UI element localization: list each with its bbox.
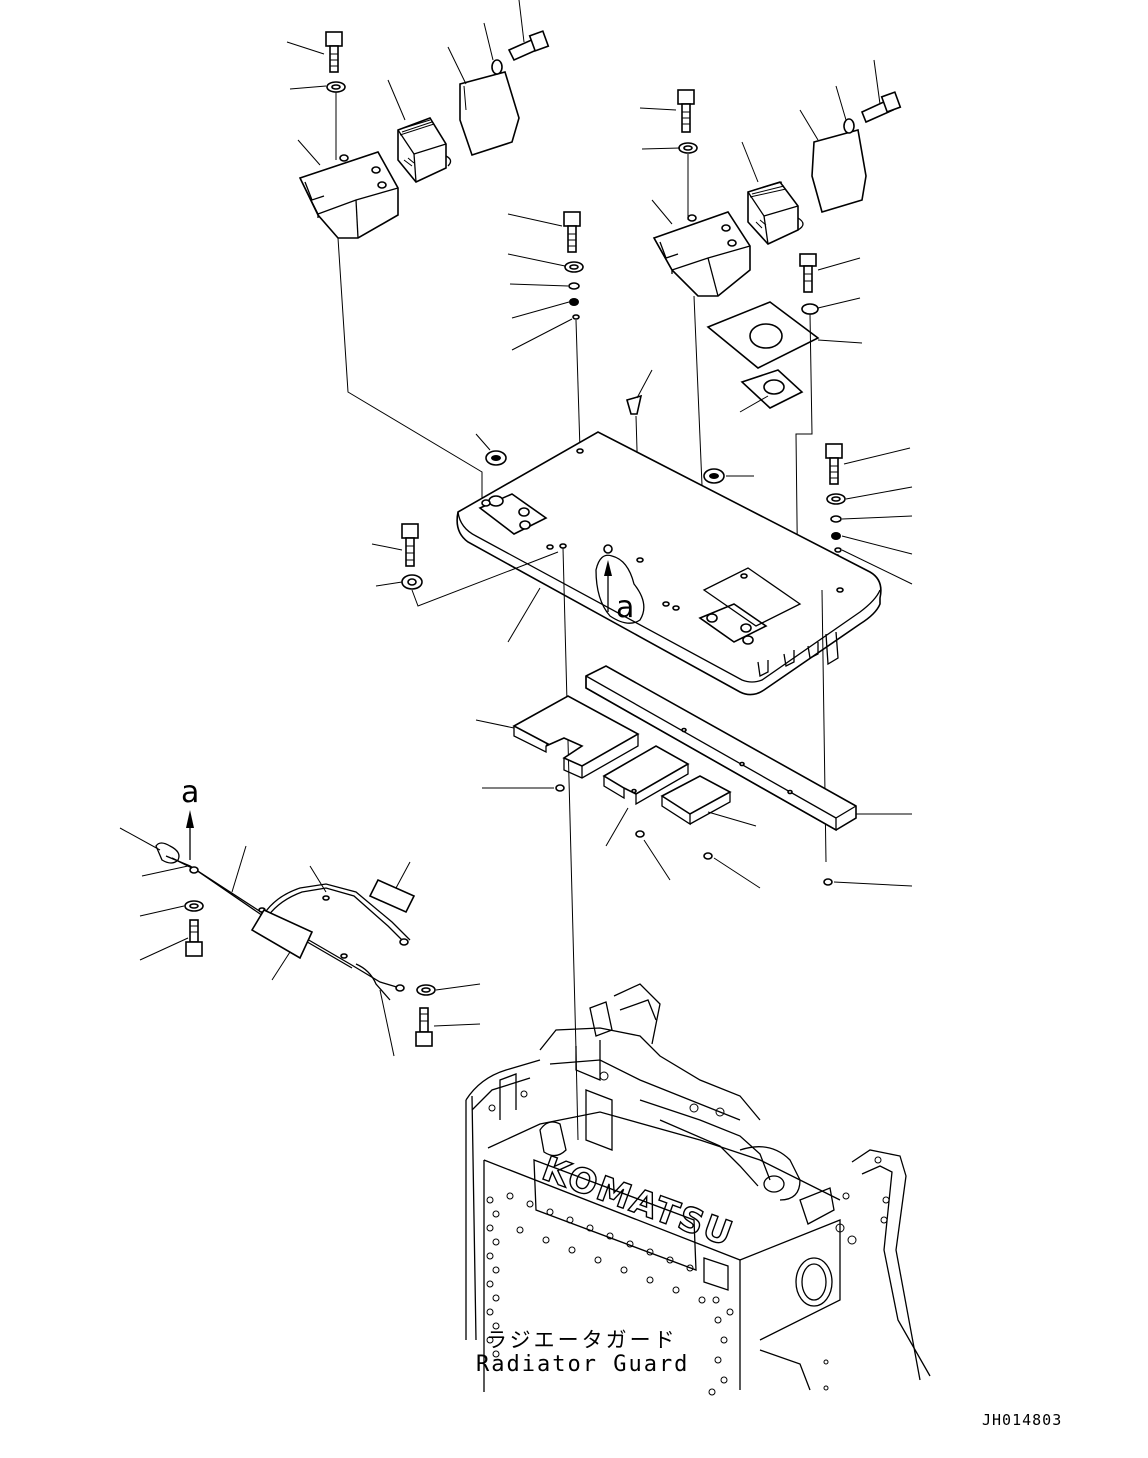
view-marker-label: a [181, 775, 200, 810]
bolt-plate-left [371, 523, 559, 607]
rubber-pad-small [660, 775, 757, 827]
cover-plate-left [459, 71, 520, 157]
nut-left [475, 433, 507, 466]
view-marker-label: a [616, 590, 635, 625]
left-lamp-assembly [286, 0, 550, 502]
rubber-pad-medium [602, 745, 690, 806]
bolt-left-top [325, 31, 343, 73]
lamp-left [397, 117, 452, 183]
rubber-pad-large [475, 695, 640, 779]
spacer-bar [585, 665, 912, 832]
top-cover-plate [456, 431, 882, 1051]
center-bolt-stack [507, 211, 584, 451]
bolt-right-plate [860, 91, 902, 124]
right-lamp-assembly [639, 59, 902, 581]
bracket-left [298, 151, 399, 239]
bracket-right [652, 211, 751, 297]
washer-right-plate [843, 118, 855, 134]
bolt-left-plate [507, 30, 550, 62]
drawing-code: JH014803 [982, 1411, 1063, 1429]
nut-right [703, 468, 754, 484]
radiator-guard-label-jp: ラジエータガード [486, 1328, 678, 1352]
lamp-right [747, 181, 804, 245]
radiator-guard-label-en: Radiator Guard [476, 1352, 690, 1377]
right-bolt-stack [825, 443, 913, 589]
washer-left-plate [491, 59, 503, 75]
bolt-right-top [677, 89, 695, 133]
small-washers [482, 784, 913, 889]
gasket-right-assembly [706, 253, 863, 607]
bolt-right-mid [799, 253, 817, 293]
cover-plate-right [811, 128, 867, 214]
wiring-harness [119, 810, 481, 1057]
svg-text:KOMATSU: KOMATSU [537, 1149, 739, 1255]
